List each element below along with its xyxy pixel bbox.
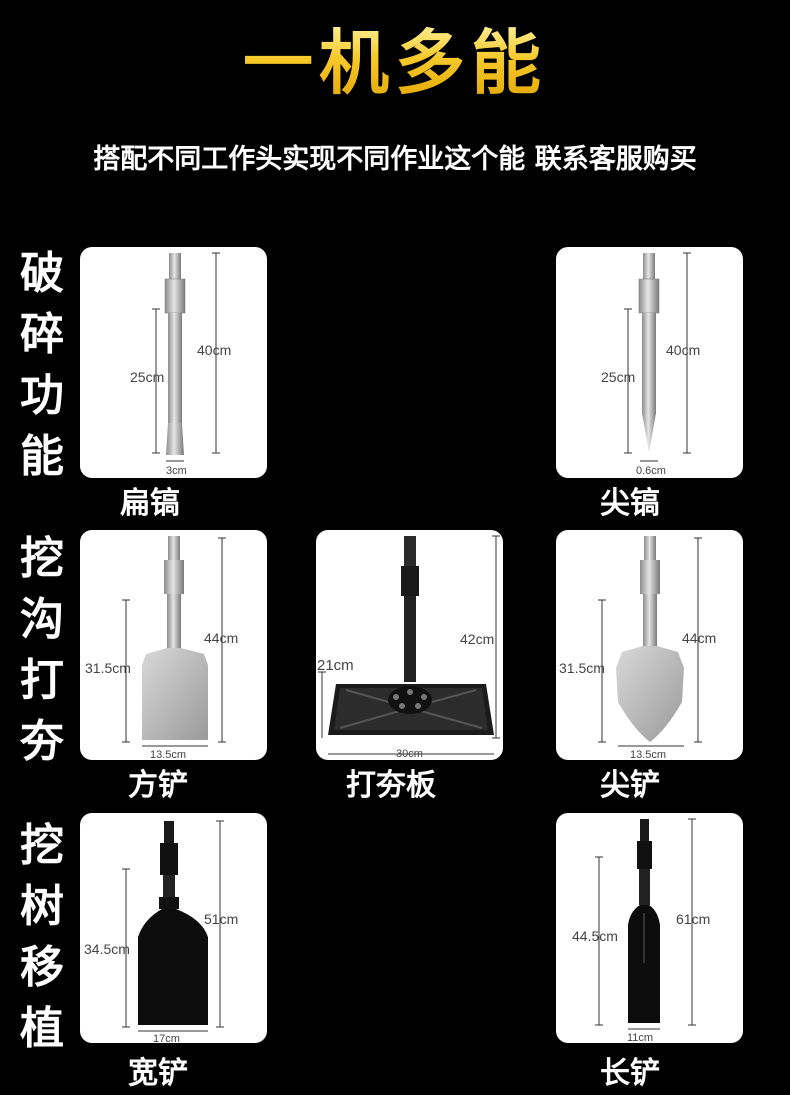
- section-label-trenching: 挖沟打夯: [20, 533, 64, 767]
- pointed-shovel-shank: 31.5cm: [559, 660, 605, 676]
- card-wide-shovel[interactable]: 34.5cm 51cm 17cm: [80, 813, 267, 1043]
- card-point-chisel[interactable]: 25cm 40cm 0.6cm: [556, 247, 743, 478]
- point-chisel-icon: [638, 253, 660, 452]
- tool-name-square-shovel: 方铲: [128, 768, 188, 803]
- tamper-plate-width: 30cm: [396, 748, 423, 760]
- pointed-shovel-length: 44cm: [682, 630, 716, 646]
- pointed-shovel-icon: [616, 536, 684, 742]
- card-tamper-plate[interactable]: 21cm 42cm 30cm: [316, 530, 503, 760]
- page-subtitle: 搭配不同工作头实现不同作业这个能 联系客服购买: [93, 144, 697, 175]
- tool-name-tamper-plate: 打夯板: [346, 768, 436, 803]
- long-shovel-icon: [628, 819, 660, 1023]
- point-chisel-shank: 25cm: [601, 369, 635, 385]
- point-chisel-width: 0.6cm: [636, 465, 666, 477]
- flat-chisel-width: 3cm: [166, 465, 187, 477]
- point-chisel-length: 40cm: [666, 342, 700, 358]
- card-long-shovel[interactable]: 44.5cm 61cm 11cm: [556, 813, 743, 1043]
- card-flat-chisel[interactable]: 25cm 40cm 3cm: [80, 247, 267, 478]
- pointed-shovel-width: 13.5cm: [630, 749, 666, 760]
- tamper-plate-shank: 21cm: [317, 657, 354, 674]
- wide-shovel-icon: [138, 821, 208, 1025]
- tool-name-point-chisel: 尖镐: [600, 486, 660, 521]
- page-title: 一机多能: [0, 18, 790, 108]
- section-label-tree-transplanting: 挖树移植: [20, 820, 64, 1054]
- wide-shovel-length: 51cm: [204, 911, 238, 927]
- tool-name-wide-shovel: 宽铲: [128, 1056, 188, 1091]
- long-shovel-width: 11cm: [627, 1032, 653, 1043]
- section-label-breaking: 破碎功能: [20, 248, 64, 482]
- long-shovel-shank: 44.5cm: [572, 928, 618, 944]
- flat-chisel-length: 40cm: [197, 342, 231, 358]
- tool-name-long-shovel: 长铲: [600, 1056, 660, 1091]
- wide-shovel-width: 17cm: [153, 1033, 180, 1043]
- tamper-plate-icon: [328, 536, 494, 735]
- card-square-shovel[interactable]: 31.5cm 44cm 13.5cm: [80, 530, 267, 760]
- square-shovel-shank: 31.5cm: [85, 660, 131, 676]
- wide-shovel-shank: 34.5cm: [84, 941, 130, 957]
- tamper-plate-length: 42cm: [460, 631, 494, 647]
- card-pointed-shovel[interactable]: 31.5cm 44cm 13.5cm: [556, 530, 743, 760]
- long-shovel-length: 61cm: [676, 911, 710, 927]
- flat-chisel-shank: 25cm: [130, 369, 164, 385]
- flat-chisel-icon: [164, 253, 186, 455]
- square-shovel-width: 13.5cm: [150, 749, 186, 760]
- square-shovel-icon: [142, 536, 208, 740]
- tool-name-flat-chisel: 扁镐: [120, 486, 180, 521]
- square-shovel-length: 44cm: [204, 630, 238, 646]
- tool-name-pointed-shovel: 尖铲: [600, 768, 660, 803]
